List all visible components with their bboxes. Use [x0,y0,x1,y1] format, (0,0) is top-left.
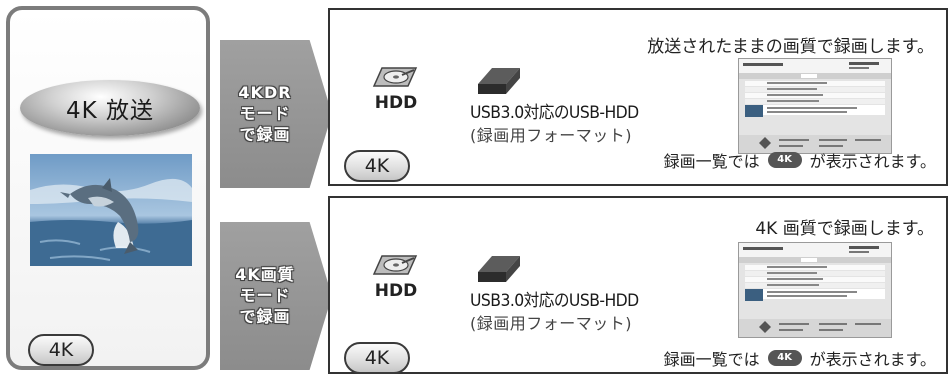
footer-text-after: が表示されます。 [809,350,936,369]
dolphin-photo [30,154,192,266]
usb-hdd-subtitle: (録画用フォーマット) [470,126,632,145]
mode-label-line: で録画 [239,307,291,326]
usb-drive-icon [478,68,520,94]
panel-4k-badge: 4K [344,342,410,374]
usb-hdd-title: USB3.0対応のUSB-HDD [470,291,639,311]
footer-text-after: が表示されます。 [809,152,936,171]
usb-hdd-subtitle: (録画用フォーマット) [470,314,632,333]
footer-text-before: 録画一覧では [663,350,760,369]
mode-label-line: 4KDR [238,83,292,102]
source-4k-badge: 4K [28,334,94,366]
mode-arrow-4kdr [220,40,332,188]
4k-icon: 4K [767,350,802,366]
mode-label-4k-quality: 4K画質 モード で録画 [226,264,304,327]
panel-footer: 録画一覧では 4K が表示されます。 [664,346,936,370]
recording-list-thumbnail [739,59,891,153]
hdd-icon: HDD [372,255,417,300]
hdd-label: HDD [375,281,417,300]
recording-list-screen [738,58,892,154]
recording-panel-4k-quality: 4K 画質で録画します。 HDD USB3.0対応のUSB-HDD (録画用フォ… [328,196,948,374]
mode-label-line: 4K画質 [235,265,295,284]
recording-list-thumbnail [739,243,891,337]
footer-text-before: 録画一覧では [663,152,760,171]
recording-list-screen [738,242,892,338]
panel-headline: 4K 画質で録画します。 [755,219,934,239]
panel-4k-badge: 4K [344,150,410,182]
mode-label-line: モード [239,286,291,305]
dolphin-image [30,154,192,266]
usb-hdd-title: USB3.0対応のUSB-HDD [470,103,639,123]
mode-label-line: モード [239,104,291,123]
4k-icon: 4K [767,152,802,168]
hdd-label: HDD [375,93,417,112]
panel-footer: 録画一覧では 4K が表示されます。 [664,148,936,172]
usb-drive-icon [478,256,520,282]
mode-arrow-4k-quality [220,222,332,370]
hdd-icon: HDD [372,67,417,112]
recording-panel-4kdr: 放送されたままの画質で録画します。 HDD USB3.0対応のUSB-HDD (… [328,8,948,186]
mode-label-line: で録画 [239,125,291,144]
mode-label-4kdr: 4KDR モード で録画 [226,82,304,145]
source-label: 4K 放送 [20,80,200,136]
panel-headline: 放送されたままの画質で録画します。 [647,37,934,57]
